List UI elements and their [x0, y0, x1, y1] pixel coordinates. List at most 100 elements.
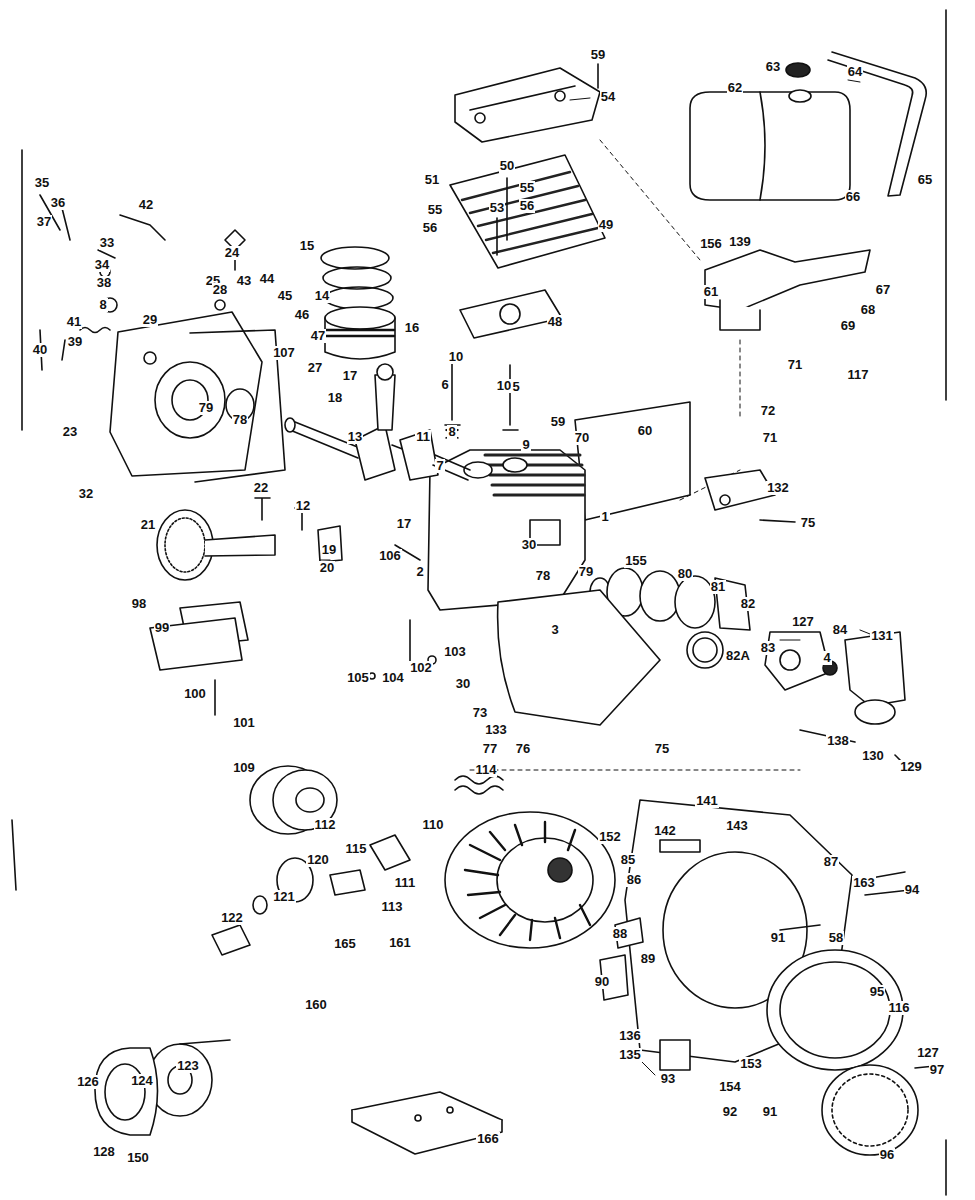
starter-pulley	[180, 1040, 230, 1044]
alignment-line	[470, 770, 800, 771]
callout-number: 72	[760, 404, 776, 418]
callout-number: 131	[870, 629, 894, 643]
callout-number: 88	[612, 927, 628, 941]
callout-number: 2	[415, 565, 424, 579]
crankshaft	[285, 418, 295, 432]
head-gasket	[460, 290, 562, 338]
callout-number: 9	[521, 438, 530, 452]
callout-number: 24	[224, 246, 240, 260]
callout-number: 84	[832, 623, 848, 637]
carburetor	[765, 632, 905, 765]
callout-number: 59	[550, 415, 566, 429]
callout-number: 70	[574, 431, 590, 445]
callout-number: 78	[232, 413, 248, 427]
seal	[687, 632, 723, 668]
callout-number: 7	[435, 459, 444, 473]
callout-number: 34	[94, 258, 110, 272]
callout-number: 60	[637, 424, 653, 438]
spring	[455, 776, 503, 794]
carburetor	[845, 632, 905, 706]
callout-number: 87	[823, 855, 839, 869]
callout-number: 160	[304, 998, 328, 1012]
callout-number: 46	[294, 308, 310, 322]
callout-number: 142	[653, 824, 677, 838]
crankcase-cover	[144, 352, 156, 364]
cylinder-shroud	[575, 402, 690, 520]
callout-number: 100	[183, 687, 207, 701]
callout-number: 93	[660, 1072, 676, 1086]
callout-number: 18	[327, 391, 343, 405]
callout-number: 28	[212, 283, 228, 297]
callout-number: 112	[314, 818, 337, 832]
callout-number: 40	[32, 343, 48, 357]
head-cover	[470, 86, 575, 110]
callout-number: 39	[67, 335, 83, 349]
callout-number: 163	[852, 876, 876, 890]
pawl	[212, 835, 410, 955]
callout-number: 71	[762, 431, 778, 445]
callout-number: 20	[319, 561, 335, 575]
callout-number: 161	[388, 936, 412, 950]
callout-number: 30	[455, 677, 471, 691]
callout-number: 154	[718, 1080, 742, 1094]
rewind-ring	[832, 1074, 908, 1146]
callout-number: 53	[489, 201, 505, 215]
cylinder-block	[503, 458, 527, 472]
tank-bracket	[720, 300, 760, 330]
starter-pulley	[105, 1064, 145, 1120]
flywheel	[497, 838, 593, 922]
callout-number: 42	[138, 198, 154, 212]
piston-ring	[321, 247, 393, 309]
rewind-ring	[780, 962, 890, 1058]
tank-strap	[828, 52, 926, 196]
callout-number: 124	[130, 1074, 154, 1088]
callout-number: 95	[869, 985, 885, 999]
head-cover	[475, 113, 485, 123]
leader-line	[640, 1060, 655, 1075]
callout-number: 49	[598, 218, 614, 232]
valve	[509, 365, 511, 425]
callout-number: 64	[847, 65, 863, 79]
head-bolt	[496, 218, 498, 255]
flywheel	[445, 812, 615, 948]
callout-number: 51	[424, 173, 440, 187]
valve	[445, 360, 518, 438]
callout-number: 141	[695, 794, 719, 808]
cover-plate	[150, 618, 242, 670]
pawl	[212, 925, 250, 955]
piston	[326, 330, 394, 336]
callout-number: 79	[198, 401, 214, 415]
breather	[215, 300, 225, 310]
cover-plate	[214, 680, 216, 715]
crankcase-cover	[110, 312, 262, 476]
callout-number: 133	[484, 723, 508, 737]
callout-number: 79	[578, 565, 594, 579]
seal	[687, 632, 723, 668]
rewind-ring	[767, 950, 903, 1070]
muffler	[760, 520, 795, 522]
leader-line	[860, 630, 870, 634]
callout-number: 29	[142, 313, 158, 327]
callout-number: 97	[929, 1063, 945, 1077]
fuel-tank	[789, 90, 811, 102]
head-cover	[455, 68, 600, 142]
callout-number: 45	[277, 289, 293, 303]
callout-number: 37	[36, 215, 52, 229]
callout-number: 15	[299, 239, 315, 253]
callout-number: 47	[310, 329, 326, 343]
head-gasket	[460, 290, 562, 338]
head-bolt	[506, 178, 508, 240]
callout-number: 73	[472, 706, 488, 720]
callout-number: 103	[443, 645, 467, 659]
crankshaft	[400, 430, 438, 480]
pawl	[253, 896, 267, 914]
callout-number: 8	[98, 298, 107, 312]
callout-number: 77	[482, 742, 498, 756]
callout-number: 65	[917, 173, 933, 187]
callout-number: 27	[307, 361, 323, 375]
callout-number: 13	[347, 430, 363, 444]
callout-number: 43	[236, 274, 252, 288]
callout-number: 94	[904, 883, 920, 897]
callout-number: 54	[600, 90, 616, 104]
edge-rule	[12, 10, 946, 1195]
